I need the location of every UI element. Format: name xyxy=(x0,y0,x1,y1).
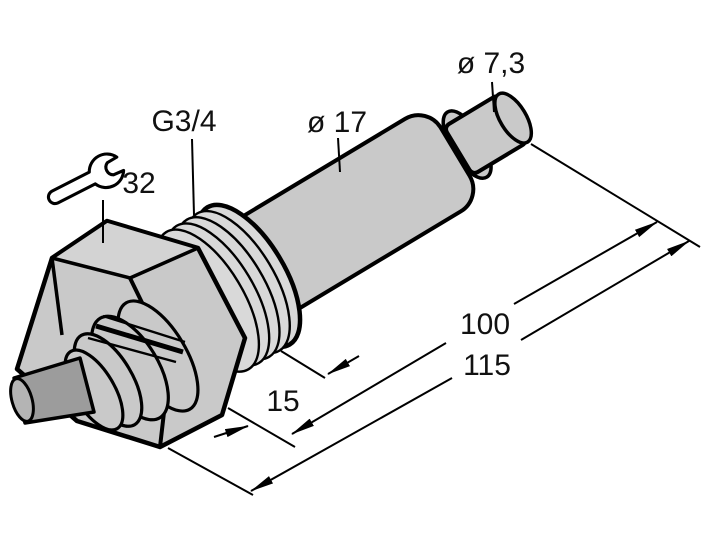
extension-line-hex-corner xyxy=(167,447,254,496)
cable-end-face xyxy=(9,377,35,423)
dimension-115-line-left xyxy=(250,377,453,492)
locknut-stack xyxy=(63,299,200,432)
label-thread-length: 15 xyxy=(266,385,299,418)
label-tip-diameter: ø 7,3 xyxy=(457,47,525,80)
label-body-diameter: ø 17 xyxy=(307,106,367,139)
extension-line-hex-face xyxy=(227,407,296,448)
leader-body-diameter xyxy=(337,137,341,173)
label-length-100: 100 xyxy=(460,308,510,341)
dimension-15-arrow-left xyxy=(213,425,249,438)
stack-facet-line xyxy=(87,336,177,364)
label-length-115: 115 xyxy=(463,349,511,382)
cable xyxy=(9,356,96,425)
leader-thread xyxy=(191,138,195,216)
label-wrench-size: 32 xyxy=(122,167,155,200)
open-end-wrench-icon xyxy=(46,152,126,206)
extension-line-thread-end xyxy=(280,350,326,379)
hex-nut-top-face xyxy=(50,219,200,280)
dimension-15-arrow-right xyxy=(327,355,360,375)
label-thread-size: G3/4 xyxy=(151,105,216,138)
hex-nut-left-edge xyxy=(50,257,64,336)
extension-line-tip-end xyxy=(530,143,701,248)
stack-facet-line xyxy=(102,314,186,344)
tip-end-face xyxy=(493,91,534,145)
dimension-100-line-right xyxy=(513,221,658,305)
leader-tip-diameter xyxy=(491,81,495,113)
dimension-100-line-left xyxy=(291,342,447,435)
dimension-115-line-right xyxy=(520,240,690,341)
stack-facet-groove xyxy=(95,323,184,355)
